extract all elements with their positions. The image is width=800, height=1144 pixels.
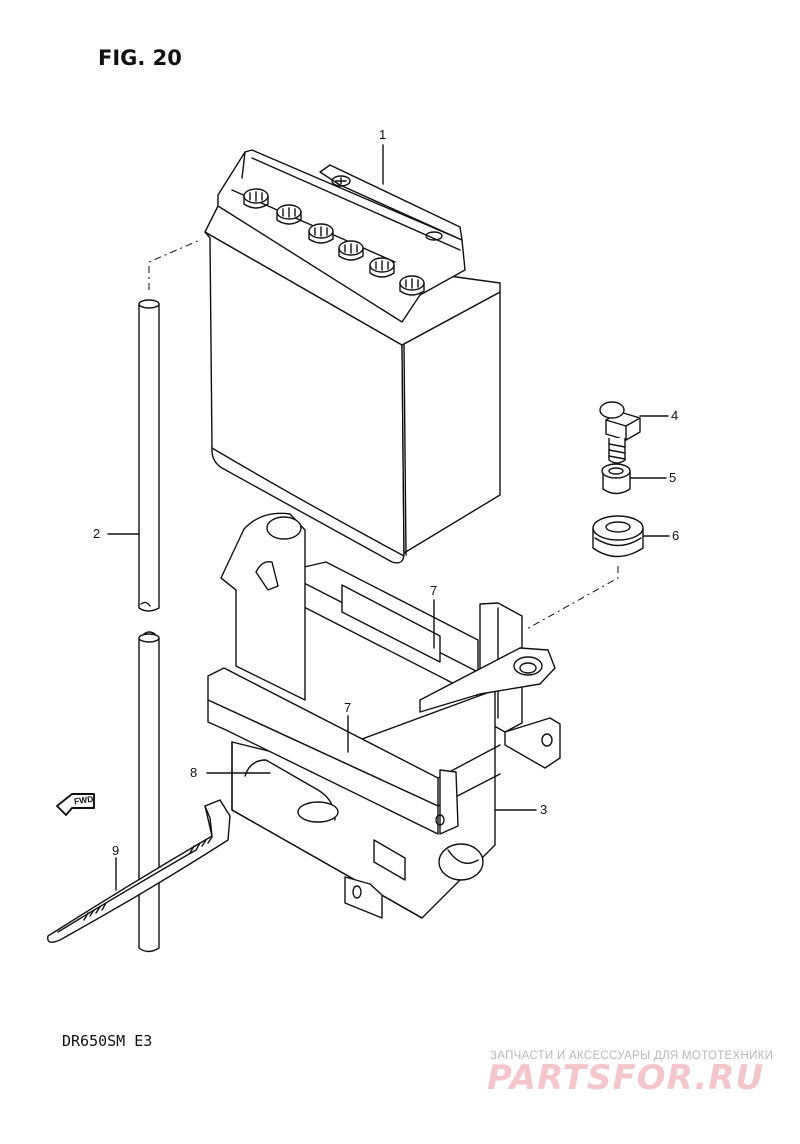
callout-5: 5 [669,470,677,485]
callout-7-upper: 7 [430,583,438,598]
model-code: DR650SM E3 [62,1032,153,1050]
watermark-logo: PARTSFOR.RU [487,1058,765,1098]
callout-4: 4 [671,408,679,423]
callout-7-lower: 7 [344,700,352,715]
battery-holder [207,512,561,919]
callout-1: 1 [379,127,387,142]
callout-8: 8 [190,765,198,780]
leader-lines [107,144,670,891]
cable-tie [47,799,231,943]
callout-6: 6 [672,528,680,543]
collar [601,463,631,495]
callout-3: 3 [540,802,548,817]
callout-9: 9 [112,843,120,858]
bolt [599,401,641,464]
forward-arrow-badge [56,793,95,816]
grommet [524,515,644,631]
watermark-caption: ЗАПЧАСТИ И АКСЕССУАРЫ ДЛЯ МОТОТЕХНИКИ [490,1050,774,1062]
callout-2: 2 [93,526,101,541]
battery [204,149,501,564]
figure-title: FIG. 20 [98,46,182,70]
breather-tube [138,239,201,953]
